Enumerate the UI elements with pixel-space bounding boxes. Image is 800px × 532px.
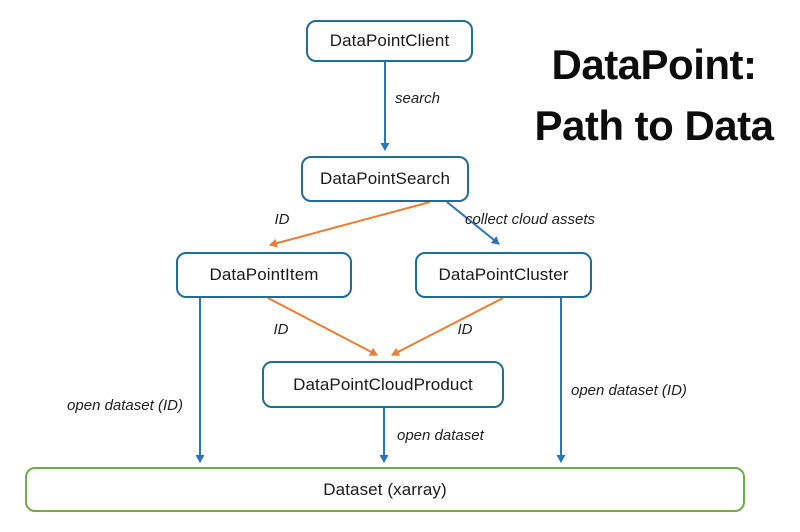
- node-datapointsearch-label: DataPointSearch: [319, 169, 451, 188]
- diagram-title-line1: DataPoint:: [551, 41, 758, 88]
- edge-label-id-search-item: ID: [274, 211, 290, 228]
- node-datapointitem: DataPointItem: [176, 252, 352, 298]
- node-datapointsearch: DataPointSearch: [301, 156, 469, 202]
- node-datapointclient: DataPointClient: [306, 20, 473, 62]
- edge-label-collect-cloud-assets: collect cloud assets: [464, 211, 596, 228]
- node-datapointclient-label: DataPointClient: [329, 31, 450, 50]
- edge-label-open-dataset: open dataset: [397, 427, 484, 444]
- node-datapointcloudproduct: DataPointCloudProduct: [262, 361, 504, 408]
- node-datapointcluster-label: DataPointCluster: [438, 265, 569, 284]
- node-datapointcluster: DataPointCluster: [415, 252, 592, 298]
- edge-search-item: [269, 201, 431, 248]
- diagram-title-line2: Path to Data: [534, 102, 774, 149]
- edge-label-open-dataset-id-left: open dataset (ID): [67, 397, 183, 414]
- node-datapointitem-label: DataPointItem: [209, 265, 319, 284]
- node-datapointcloudproduct-label: DataPointCloudProduct: [293, 374, 473, 394]
- diagram-title: DataPoint: Path to Data: [512, 34, 796, 156]
- edge-item-cloudproduct: [267, 297, 378, 356]
- node-dataset-xarray: Dataset (xarray): [25, 467, 745, 512]
- node-dataset-xarray-label: Dataset (xarray): [323, 479, 447, 499]
- edge-label-id-item-cloudproduct: ID: [273, 321, 289, 338]
- edge-label-search: search: [395, 90, 441, 107]
- edge-search-cluster: [446, 201, 500, 245]
- edge-label-id-cluster-cloudproduct: ID: [457, 321, 473, 338]
- edge-label-open-dataset-id-right: open dataset (ID): [571, 382, 687, 399]
- edge-cluster-cloudproduct: [391, 297, 504, 356]
